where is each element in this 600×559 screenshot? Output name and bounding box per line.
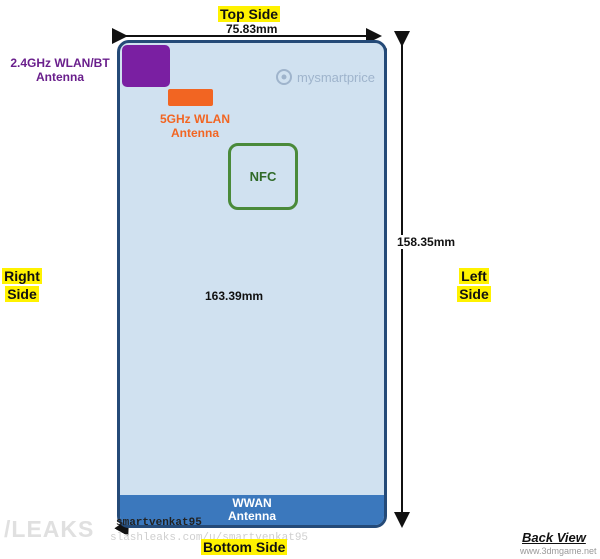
right-side-label-line2: Side — [5, 286, 39, 302]
left-side-label-line2: Side — [457, 286, 491, 302]
nfc-area: NFC — [228, 143, 298, 210]
phone-outline: WWAN Antenna — [117, 40, 387, 528]
right-side-label: Right Side — [2, 267, 42, 303]
wwan-antenna: WWAN Antenna — [120, 495, 384, 525]
nfc-label: NFC — [249, 169, 277, 184]
diagonal-dimension-label: 163.39mm — [205, 289, 264, 303]
left-side-label: Left Side — [454, 267, 494, 303]
height-dimension-label: 158.35mm — [397, 235, 456, 249]
wwan-antenna-label-line2: Antenna — [228, 509, 276, 523]
wlan5-antenna-label-line2: Antenna — [171, 126, 219, 140]
right-side-label-line1: Right — [2, 268, 42, 284]
wlan5-antenna-label-line1: 5GHz WLAN — [160, 112, 230, 126]
wlan-bt-antenna-label-line1: 2.4GHz WLAN/BT — [10, 56, 110, 70]
mysmartprice-text: mysmartprice — [297, 69, 376, 85]
wlan-bt-antenna-label-line2: Antenna — [36, 70, 84, 84]
handle-watermark: smartvenkat95 — [116, 517, 202, 529]
mysmartprice-watermark: mysmartprice — [275, 68, 375, 86]
top-side-label: Top Side — [218, 6, 281, 22]
width-dimension-label: 75.83mm — [226, 22, 278, 36]
wlan5-antenna — [168, 89, 213, 106]
mysmartprice-logo-icon — [276, 69, 292, 85]
back-view-label: Back View — [522, 530, 586, 545]
leaks-watermark: /LEAKS — [4, 516, 95, 542]
wwan-antenna-label-line1: WWAN — [232, 496, 272, 510]
left-side-label-line1: Left — [459, 268, 489, 284]
site-watermark: www.3dmgame.net — [520, 546, 597, 556]
bottom-side-label: Bottom Side — [201, 539, 288, 555]
wlan5-antenna-label: 5GHz WLAN Antenna — [150, 112, 240, 140]
wlan-bt-antenna-label: 2.4GHz WLAN/BT Antenna — [4, 56, 116, 84]
wlan-bt-antenna — [122, 45, 170, 87]
